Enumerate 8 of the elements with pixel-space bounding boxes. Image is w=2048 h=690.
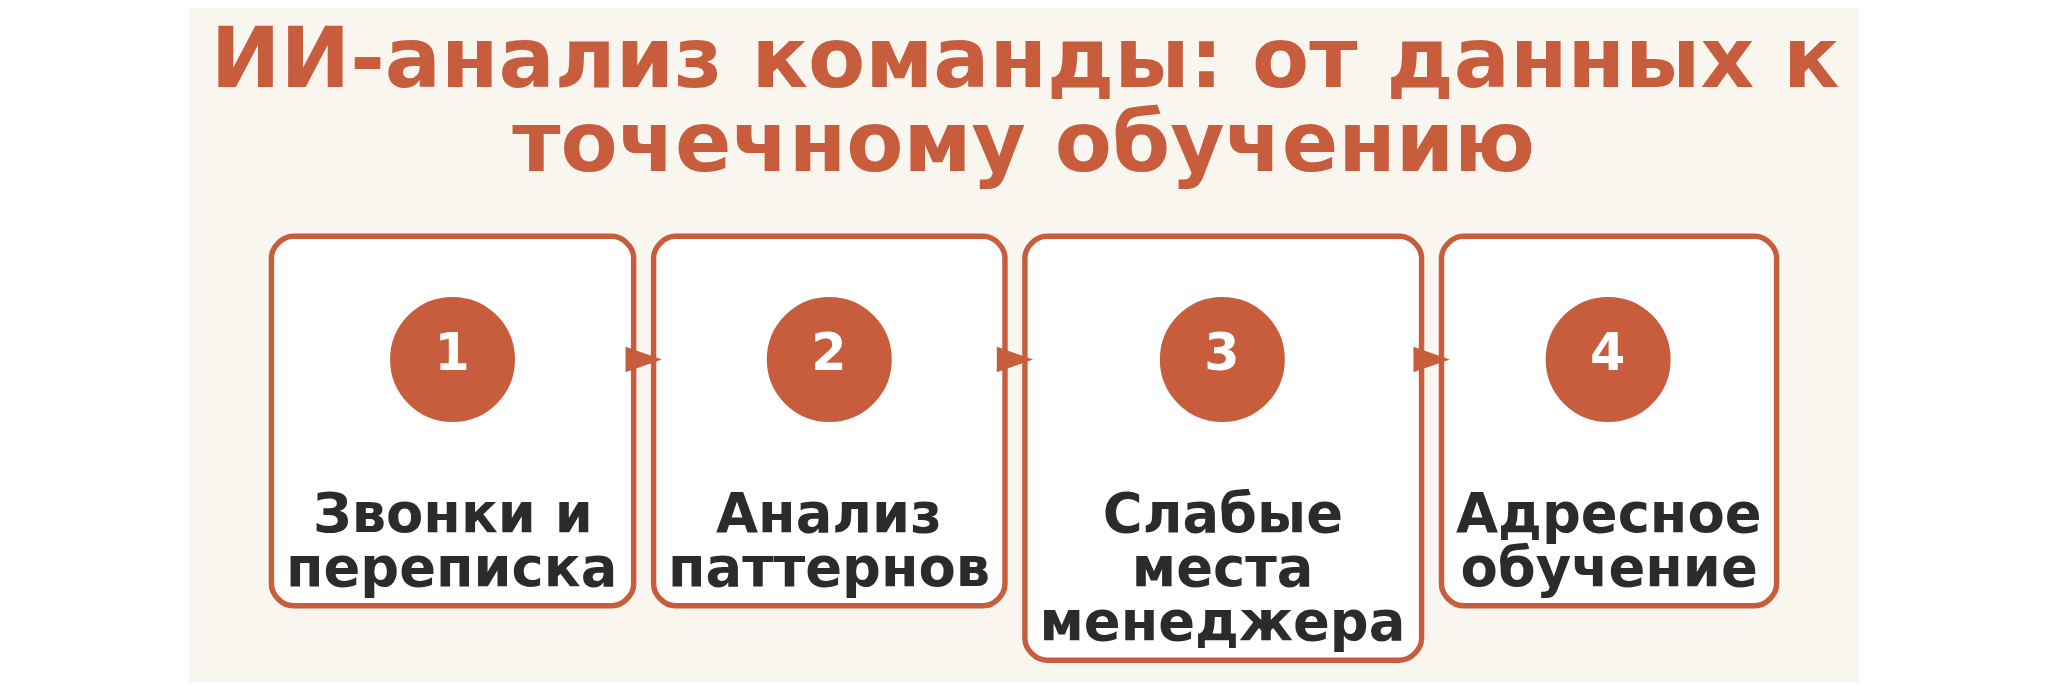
diagram-title: ИИ-анализ команды: от данных к точечному обучению — [210, 10, 1840, 191]
arrow — [1413, 346, 1450, 373]
arrow — [625, 346, 662, 373]
node-circle: 3 — [1159, 297, 1285, 422]
node-circle: 2 — [766, 297, 892, 422]
arrow — [996, 346, 1034, 373]
node-circle: 4 — [1545, 297, 1671, 422]
node-circle: 1 — [390, 297, 516, 422]
